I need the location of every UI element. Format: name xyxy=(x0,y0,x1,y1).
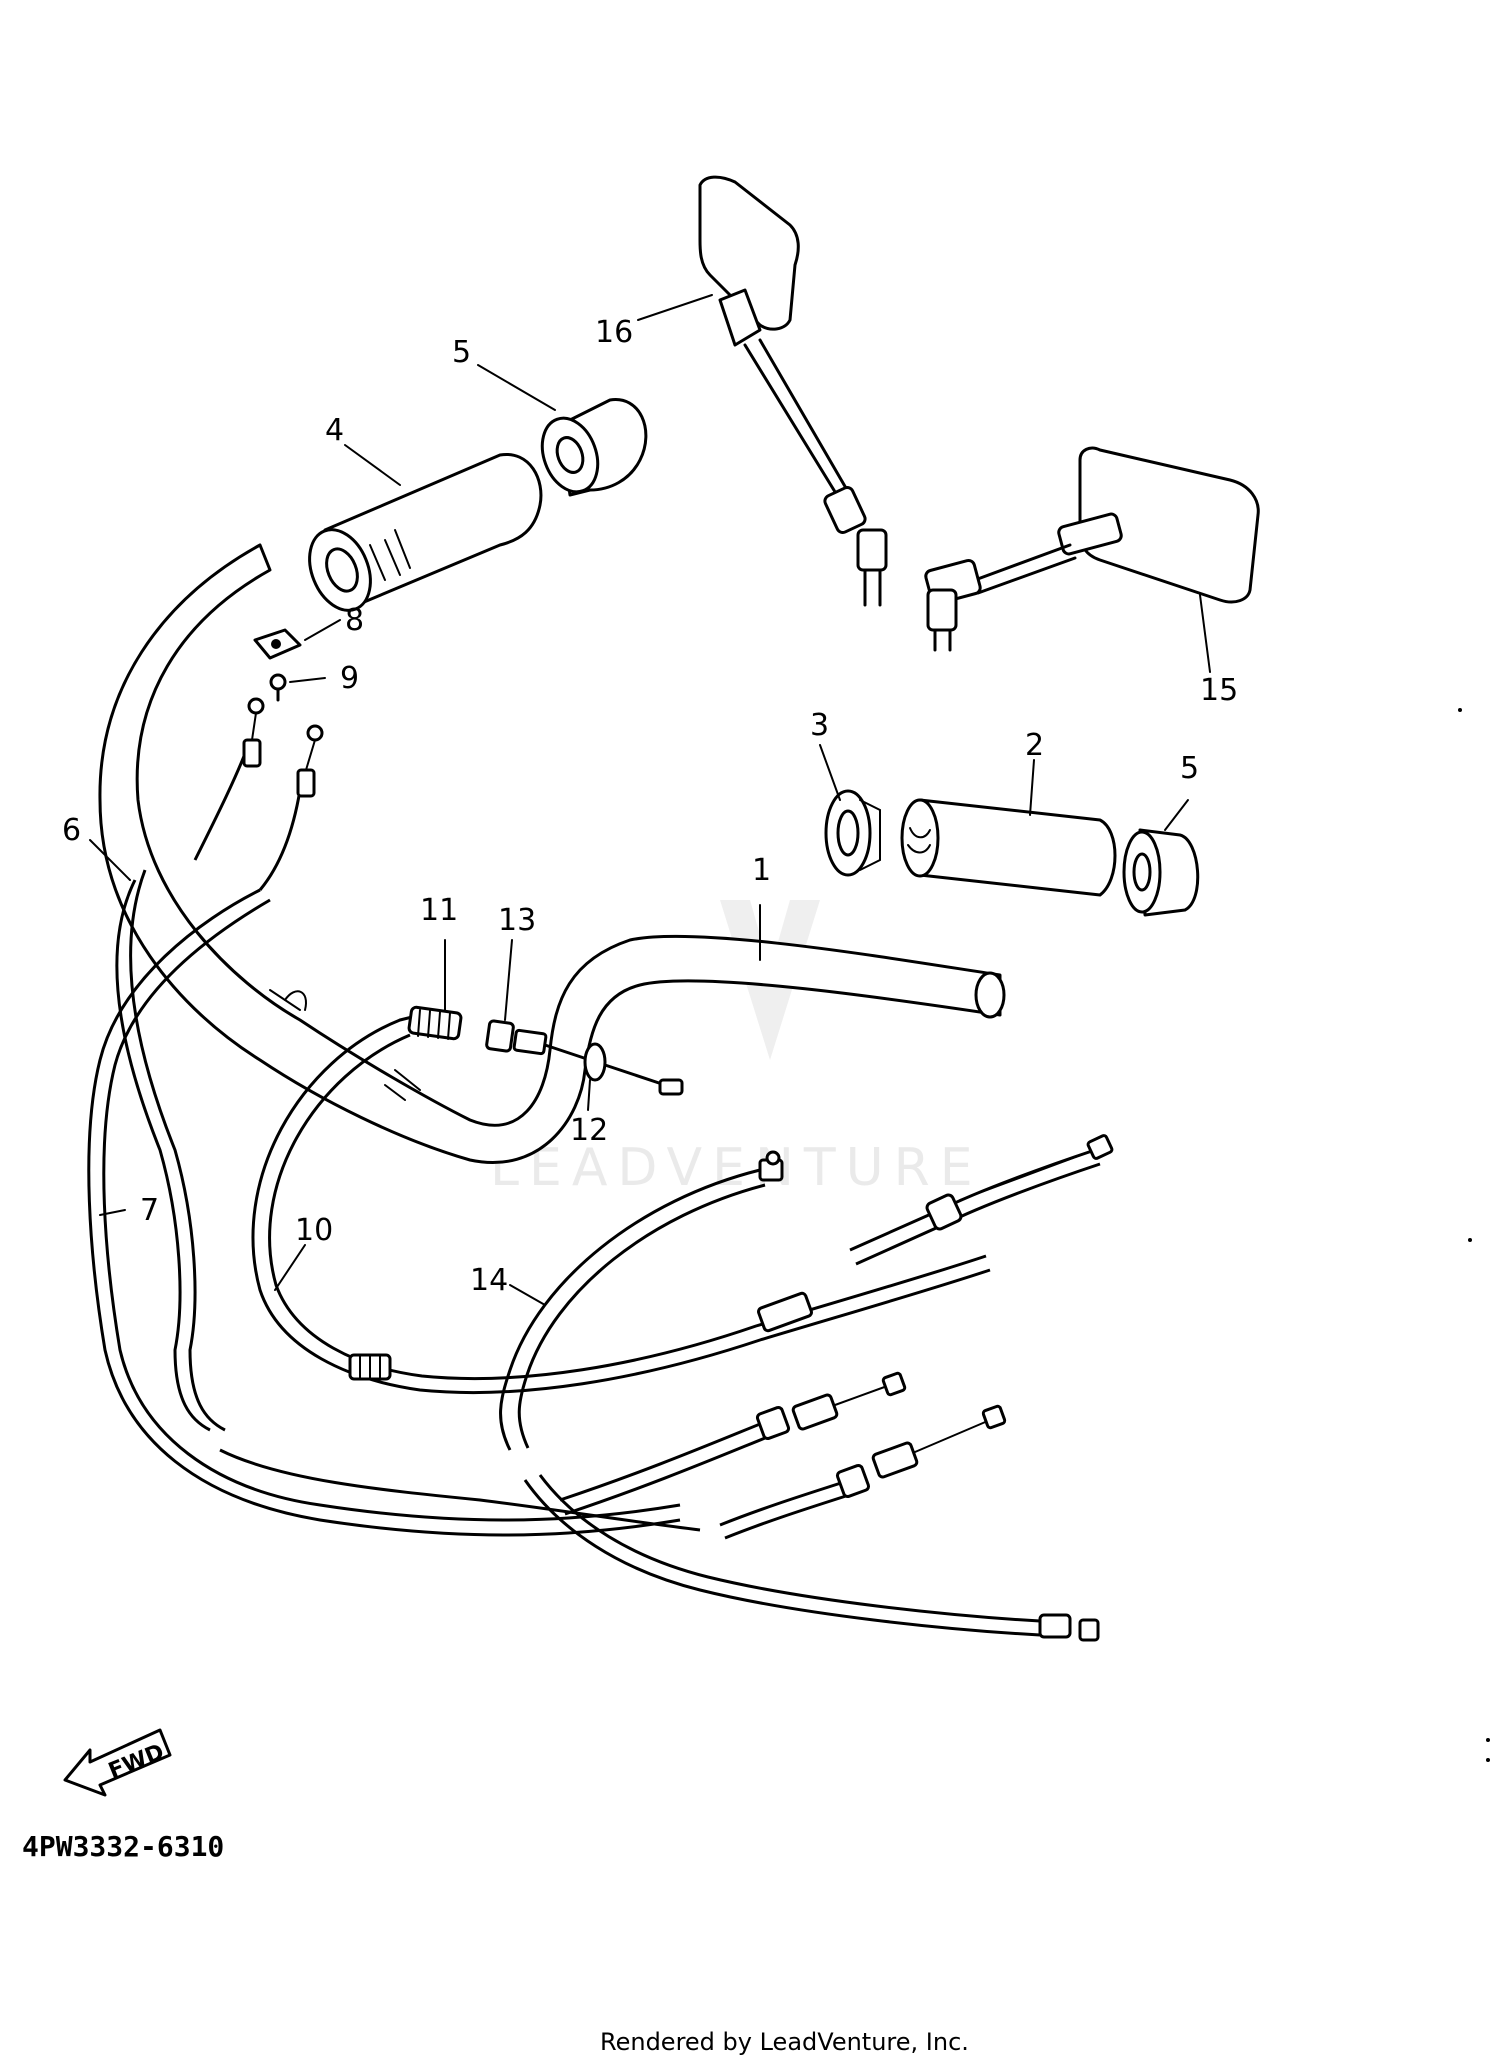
callout-2: 2 xyxy=(1025,728,1044,763)
holder-clip xyxy=(253,628,302,660)
cable-6 xyxy=(115,869,226,1432)
throttle-grip-2 xyxy=(900,798,1117,897)
callout-10: 10 xyxy=(295,1213,333,1248)
mirror-left xyxy=(698,175,888,607)
callout-5-upper: 5 xyxy=(452,335,471,370)
leader-lines xyxy=(89,294,1211,1306)
grip-end-upper xyxy=(540,398,648,497)
callout-3: 3 xyxy=(810,708,829,743)
fwd-arrow-icon: FWD xyxy=(60,1710,180,1805)
cable-10 xyxy=(251,1018,991,1395)
left-grip xyxy=(308,453,543,612)
diagram-part-number: 4PW3332-6310 xyxy=(22,1830,225,1863)
screw xyxy=(269,673,287,702)
callout-9: 9 xyxy=(340,661,359,696)
callout-6: 6 xyxy=(62,813,81,848)
lower-right-cables xyxy=(523,1134,1114,1642)
callout-15: 15 xyxy=(1200,673,1238,708)
callout-12: 12 xyxy=(570,1113,608,1148)
grip-end-lower xyxy=(1122,828,1200,917)
footer-credit: Rendered by LeadVenture, Inc. xyxy=(600,2028,969,2056)
callout-13: 13 xyxy=(498,903,536,938)
callout-5-lower: 5 xyxy=(1180,751,1199,786)
grip-sleeve-3 xyxy=(824,789,881,877)
callout-4: 4 xyxy=(325,413,344,448)
cable-14 xyxy=(499,1150,784,1451)
handlebar xyxy=(98,543,1006,1164)
callout-11: 11 xyxy=(420,893,458,928)
cable-7 xyxy=(87,888,701,1537)
callout-8: 8 xyxy=(345,603,364,638)
throttle-cable-adjuster xyxy=(398,1005,684,1096)
upper-cable-ends xyxy=(193,697,324,891)
watermark-text: LEADVENTURE xyxy=(490,1138,983,1198)
mirror-right xyxy=(924,446,1260,652)
callouts: 1 2 3 4 5 5 6 7 8 9 10 11 12 13 14 15 16 xyxy=(62,315,1238,1298)
callout-14: 14 xyxy=(470,1263,508,1298)
callout-16: 16 xyxy=(595,315,633,350)
callout-7: 7 xyxy=(140,1193,159,1228)
callout-1: 1 xyxy=(752,853,771,888)
